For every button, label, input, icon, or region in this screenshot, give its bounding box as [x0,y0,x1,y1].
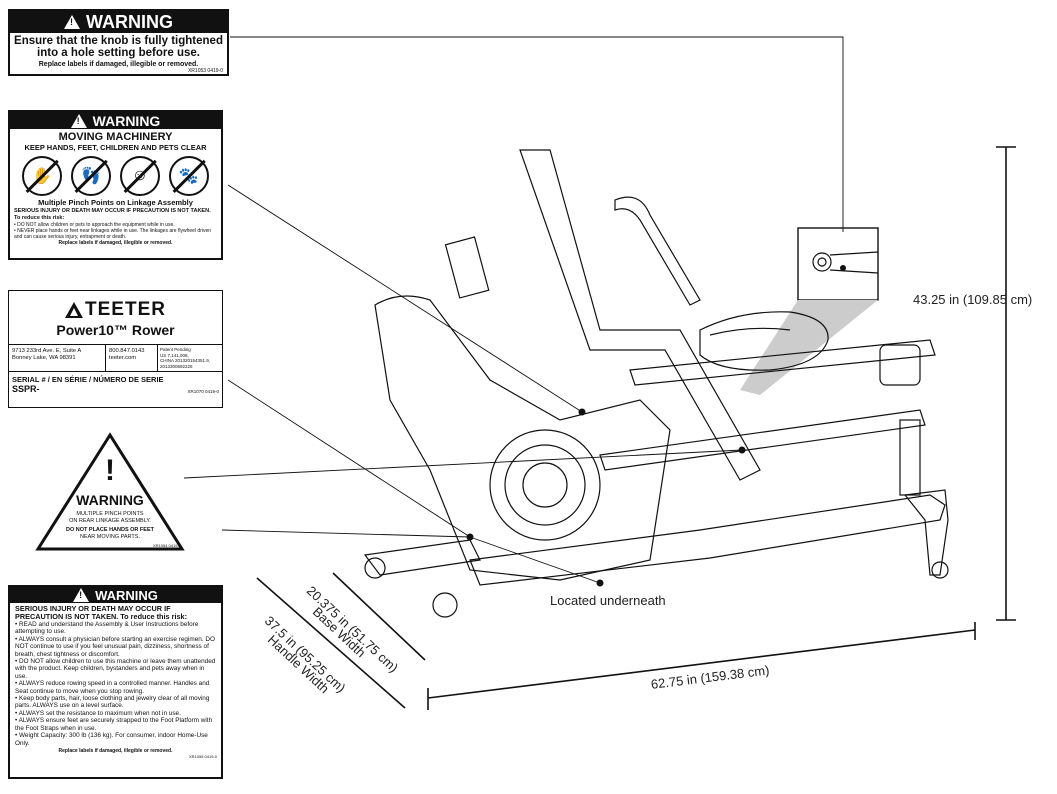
leader-line-knob [230,36,844,232]
patent-text: 2013300692225 [160,363,193,369]
handle-width-dim-line [256,577,406,709]
no-children-icon: ☺ [119,156,160,196]
teeter-logo-icon [65,302,84,318]
warning-triangle-shape [35,432,185,551]
warning-triangle-icon [64,15,80,29]
label-header: WARNING [10,112,221,129]
teeter-logo: TEETER [9,299,222,321]
address-line: 9713 233rd Ave. E, Suite A [12,348,82,354]
no-feet-icon: 👣 [71,156,112,196]
knob-inset [797,227,879,301]
label-text: DO NOT PLACE HANDS OR FEET [65,527,154,533]
label-subtitle: KEEP HANDS, FEET, CHILDREN AND PETS CLEA… [24,143,207,152]
label-text: ON REAR LINKAGE ASSEMBLY. [69,518,151,524]
label-header: WARNING [10,587,221,603]
patent-text: US 7,141,008, [160,352,189,358]
leader-line-serial [227,379,471,538]
contact-row: 9713 233rd Ave. E, Suite A Bonney Lake, … [9,344,222,371]
label-text: SERIOUS INJURY OR DEATH MAY OCCUR IF PRE… [14,208,211,221]
phone-text: 800.847.0143 [109,348,145,354]
warning-list-item: • ALWAYS reduce rowing speed in a contro… [15,680,210,695]
warning-triangle-icon [73,588,90,602]
label-text: into a hole setting before use. [37,47,200,59]
warning-list-item: • Weight Capacity: 300 lb (136 kg). For … [15,732,208,747]
leader-line-rear [183,449,743,479]
warning-list: • READ and understand the Assembly & Use… [10,621,221,747]
label-text: • NEVER place hands or feet near linkage… [14,228,212,240]
knob-warning-label: WARNING Ensure that the knob is fully ti… [8,9,229,76]
warning-list-item: • ALWAYS set the resistance to maximum w… [15,709,181,717]
serial-row: SERIAL # / EN SÉRIE / NÚMERO DE SERIE SS… [9,371,222,394]
label-header-text: WARNING [76,492,144,508]
brand-name: TEETER [85,299,166,320]
underneath-callout: Located underneath [550,593,666,608]
label-header: WARNING [10,11,227,33]
base-width-dim-line [332,572,426,661]
label-header-text: WARNING [86,11,173,32]
pinch-point-triangle-label: ! WARNING MULTIPLE PINCH POINTS ON REAR … [35,432,185,552]
length-dim-line [427,629,976,699]
label-footer: Replace labels if damaged, illegible or … [58,747,173,754]
leader-line-underneath [469,536,601,584]
label-code: XR1054 0419-0 [152,543,181,548]
warning-list-item: • ALWAYS consult a physician before star… [15,635,215,658]
label-text: SERIOUS INJURY OR DEATH MAY OCCUR IF PRE… [15,604,188,621]
flywheel [489,429,601,541]
warning-list-item: • Keep body parts, hair, loose clothing … [15,695,210,710]
warning-list-item: • DO NOT allow children to use this mach… [15,658,216,680]
height-dimension: 43.25 in (109.85 cm) [913,292,1033,307]
warning-triangle-icon [70,113,87,128]
exclamation-mark: ! [105,454,115,487]
no-pets-icon: 🐾 [168,156,209,196]
product-name: Power10™ Rower [56,322,175,338]
leader-line-main [221,529,471,538]
label-text: Multiple Pinch Points on Linkage Assembl… [38,198,193,207]
label-text: Ensure that the knob is fully tightened [14,35,223,47]
label-text: MULTIPLE PINCH POINTS [76,511,144,517]
patent-text: Patent Pending [160,347,191,352]
leader-line-linkage [227,184,583,413]
label-header-text: WARNING [95,587,158,603]
serial-label-text: SERIAL # / EN SÉRIE / NÚMERO DE SERIE [12,375,164,384]
label-code: XR1053 0419-0 [187,68,223,74]
warning-list-item: • ALWAYS ensure feet are securely strapp… [15,717,213,732]
label-code: XR1055 0419-0 [188,753,217,759]
label-footer: Replace labels if damaged, illegible or … [38,61,199,68]
label-code: XR1070 0419-0 [187,389,219,394]
web-text: teeter.com [109,355,137,361]
main-warning-label: WARNING SERIOUS INJURY OR DEATH MAY OCCU… [8,585,223,779]
label-title: MOVING MACHINERY [58,131,173,143]
pictogram-row: ✋ 👣 ☺ 🐾 [10,152,221,198]
label-footer: Replace labels if damaged, illegible or … [58,240,173,246]
moving-machinery-label: WARNING MOVING MACHINERY KEEP HANDS, FEE… [8,110,223,260]
warning-list-item: • READ and understand the Assembly & Use… [15,621,199,636]
serial-label: TEETER Power10™ Rower 9713 233rd Ave. E,… [8,290,223,408]
label-header-text: WARNING [92,112,161,129]
address-line: Bonney Lake, WA 98391 [12,355,76,361]
no-hands-icon: ✋ [22,156,63,196]
label-text: NEAR MOVING PARTS. [79,534,140,540]
patent-text: CHINA 201320154351.9, [160,358,211,363]
label-text: • DO NOT allow children or pets to appro… [14,222,175,228]
serial-value: SSPR- [12,384,40,394]
